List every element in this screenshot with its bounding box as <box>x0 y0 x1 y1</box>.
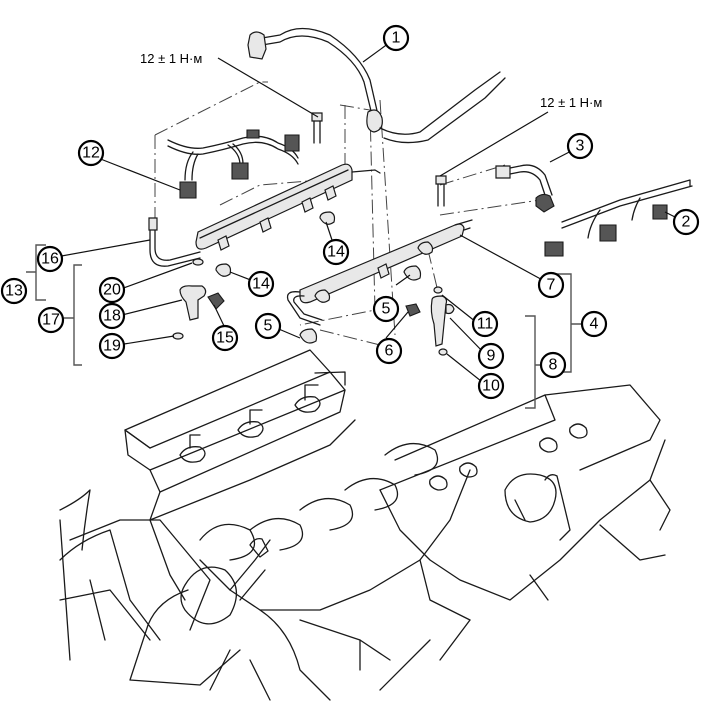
callout-8: 8 <box>539 351 567 379</box>
svg-text:2: 2 <box>682 214 691 231</box>
callout-18: 18 <box>98 302 126 330</box>
callout-16: 16 <box>36 245 64 273</box>
torque-label-right: 12 ± 1 Н·м <box>540 95 602 110</box>
callout-13: 13 <box>0 277 28 305</box>
callout-6: 6 <box>375 337 403 365</box>
svg-text:4: 4 <box>590 316 599 333</box>
svg-text:13: 13 <box>5 283 23 300</box>
svg-text:20: 20 <box>103 282 121 299</box>
injector-harness-left <box>167 129 300 199</box>
svg-text:15: 15 <box>216 330 234 347</box>
svg-text:14: 14 <box>252 276 270 293</box>
callout-5b: 5 <box>372 295 400 323</box>
callout-12: 12 <box>77 139 105 167</box>
callout-14b: 14 <box>247 270 275 298</box>
callout-10: 10 <box>477 372 505 400</box>
svg-text:17: 17 <box>42 312 60 329</box>
svg-text:5: 5 <box>264 318 273 335</box>
callout-3: 3 <box>566 132 594 160</box>
bolt-right <box>435 175 447 207</box>
svg-text:18: 18 <box>103 308 121 325</box>
callout-5a: 5 <box>254 312 282 340</box>
svg-text:16: 16 <box>41 251 59 268</box>
callout-11: 11 <box>471 310 499 338</box>
injector-harness-right <box>544 179 693 257</box>
bolt-left <box>311 112 323 144</box>
svg-text:3: 3 <box>576 138 585 155</box>
torque-label-left: 12 ± 1 Н·м <box>140 51 202 66</box>
callout-1: 1 <box>382 24 410 52</box>
callout-15: 15 <box>211 324 239 352</box>
callout-20: 20 <box>98 276 126 304</box>
callout-9: 9 <box>477 342 505 370</box>
svg-text:8: 8 <box>549 357 558 374</box>
fuel-hose-part-1 <box>247 27 506 144</box>
svg-text:14: 14 <box>327 244 345 261</box>
injector-left-assembly <box>172 211 336 340</box>
fuel-rail-left <box>148 163 381 267</box>
callout-4: 4 <box>580 310 608 338</box>
fuel-hose-right <box>495 164 555 213</box>
engine-block-illustration <box>59 349 671 701</box>
callout-17: 17 <box>37 306 65 334</box>
svg-text:6: 6 <box>385 343 394 360</box>
callout-19: 19 <box>98 332 126 360</box>
callout-14a: 14 <box>322 238 350 266</box>
svg-text:19: 19 <box>103 338 121 355</box>
svg-text:10: 10 <box>482 378 500 395</box>
svg-text:5: 5 <box>382 301 391 318</box>
svg-text:11: 11 <box>477 316 494 333</box>
svg-text:12: 12 <box>82 145 100 162</box>
alignment-guides <box>154 81 541 346</box>
svg-text:9: 9 <box>487 348 496 365</box>
svg-text:1: 1 <box>392 30 401 47</box>
grouping-brackets <box>26 244 582 409</box>
callout-7: 7 <box>537 271 565 299</box>
callout-2: 2 <box>672 208 700 236</box>
svg-text:7: 7 <box>547 277 556 294</box>
